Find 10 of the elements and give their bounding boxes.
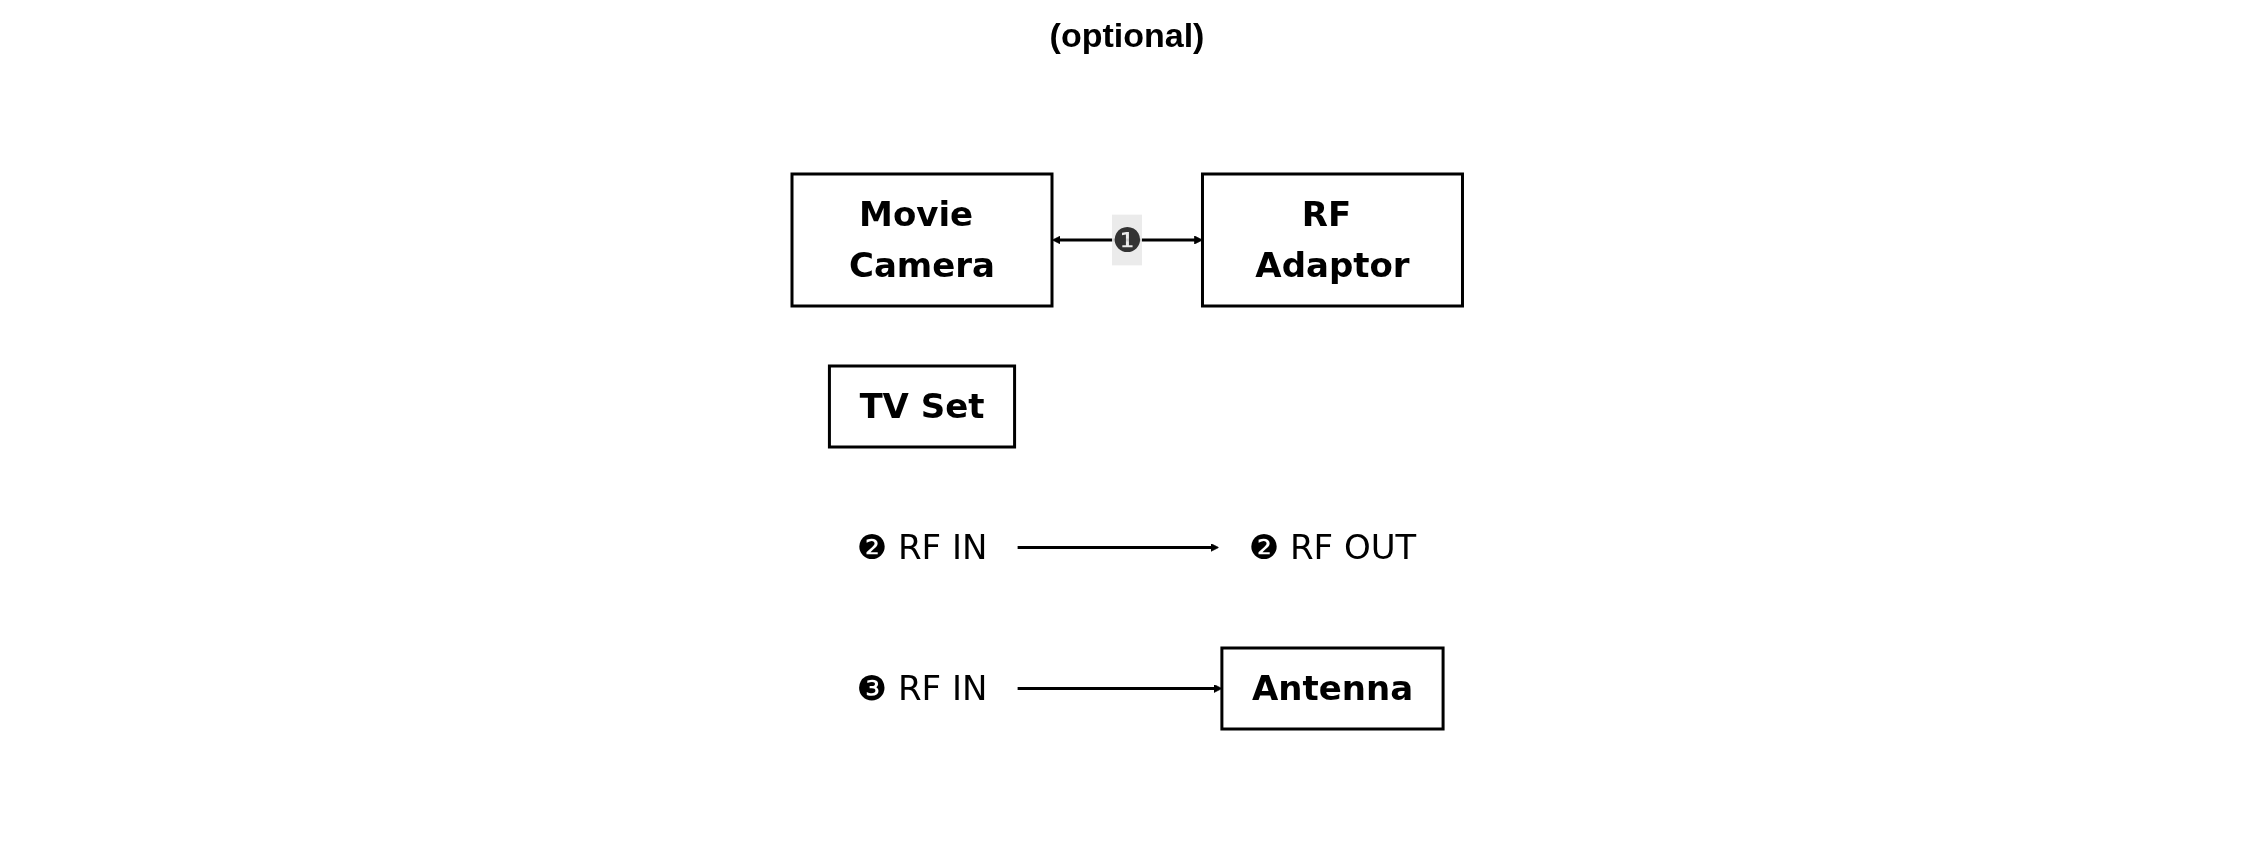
- node-box: Movie Camera: [790, 172, 1054, 308]
- note-text: (optional): [1049, 16, 1205, 55]
- node-box: RF Adaptor: [1200, 172, 1464, 308]
- arrow: [1017, 543, 1219, 552]
- node-text: ❸ RF IN: [856, 668, 988, 708]
- node-box: Antenna: [1220, 646, 1445, 731]
- node-text: ❷ RF OUT: [1248, 527, 1417, 567]
- edge-label: ❶: [1111, 219, 1143, 260]
- node-box: TV Set: [827, 364, 1016, 449]
- node-text: ❷ RF IN: [856, 527, 988, 567]
